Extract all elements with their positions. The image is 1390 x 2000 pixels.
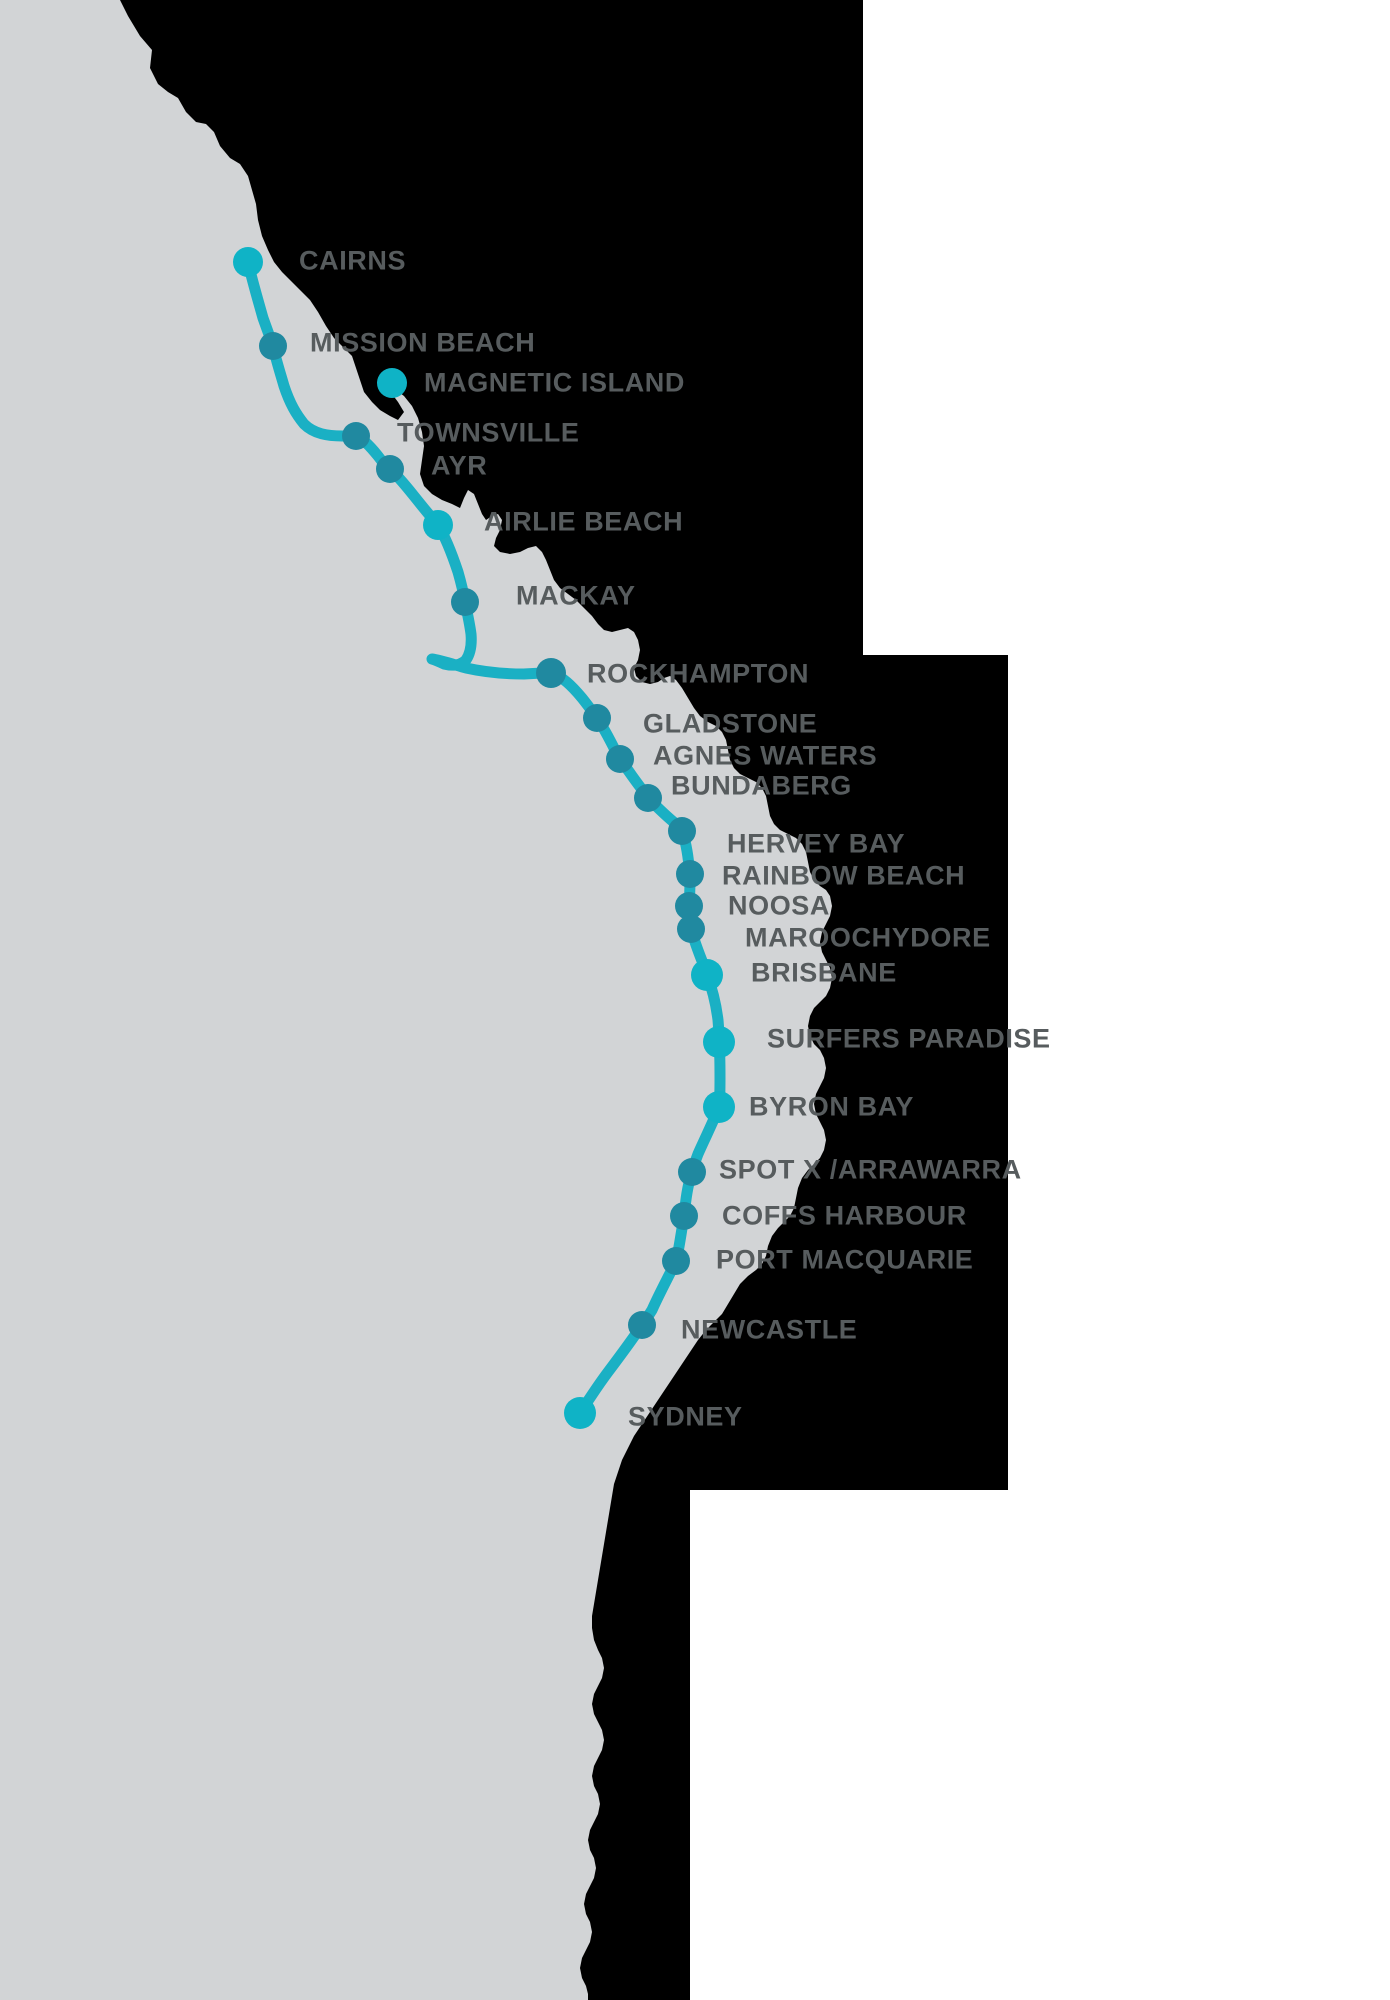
city-label[interactable]: AYR: [431, 450, 488, 481]
city-label[interactable]: BRISBANE: [751, 957, 897, 988]
city-label[interactable]: NEWCASTLE: [681, 1314, 858, 1345]
route-stop-marker[interactable]: [377, 368, 407, 398]
route-stop-markers: [233, 247, 735, 1429]
route-stop-marker[interactable]: [703, 1091, 735, 1123]
route-stop-marker[interactable]: [628, 1311, 656, 1339]
city-label[interactable]: NOOSA: [728, 890, 831, 921]
route-stop-marker[interactable]: [662, 1247, 690, 1275]
route-stop-marker[interactable]: [342, 422, 370, 450]
route-stop-marker[interactable]: [677, 915, 705, 943]
route-stop-marker[interactable]: [703, 1026, 735, 1058]
route-stop-marker[interactable]: [451, 588, 479, 616]
route-stop-marker[interactable]: [259, 332, 287, 360]
route-stop-marker[interactable]: [376, 455, 404, 483]
coastal-islet-2: [548, 628, 562, 642]
city-label[interactable]: TOWNSVILLE: [397, 417, 580, 448]
route-stop-marker[interactable]: [691, 959, 723, 991]
city-label[interactable]: MAROOCHYDORE: [745, 922, 991, 953]
route-stop-marker[interactable]: [678, 1158, 706, 1186]
route-stop-marker[interactable]: [634, 784, 662, 812]
route-stop-marker[interactable]: [423, 510, 453, 540]
route-stop-marker[interactable]: [233, 247, 263, 277]
coastal-islet-1: [528, 624, 544, 638]
city-label[interactable]: PORT MACQUARIE: [716, 1244, 974, 1275]
city-label[interactable]: AIRLIE BEACH: [484, 506, 684, 537]
city-label[interactable]: GLADSTONE: [643, 708, 818, 739]
city-label[interactable]: MACKAY: [516, 580, 636, 611]
route-stop-marker[interactable]: [564, 1397, 596, 1429]
city-label[interactable]: SURFERS PARADISE: [767, 1023, 1051, 1054]
route-stop-marker[interactable]: [536, 658, 566, 688]
city-label[interactable]: SPOT X /ARRAWARRA: [719, 1154, 1022, 1185]
city-label[interactable]: SYDNEY: [628, 1401, 743, 1432]
route-stop-marker[interactable]: [606, 745, 634, 773]
route-stop-marker[interactable]: [668, 817, 696, 845]
city-label[interactable]: ROCKHAMPTON: [587, 658, 810, 689]
coastal-islet-4: [702, 908, 716, 926]
city-label[interactable]: RAINBOW BEACH: [722, 860, 966, 891]
city-label[interactable]: AGNES WATERS: [653, 740, 878, 771]
coastal-islet-5: [710, 930, 724, 948]
city-label[interactable]: MISSION BEACH: [310, 327, 536, 358]
route-stop-marker[interactable]: [583, 704, 611, 732]
route-stop-marker[interactable]: [675, 892, 703, 920]
city-label[interactable]: MAGNETIC ISLAND: [424, 367, 685, 398]
city-label[interactable]: HERVEY BAY: [727, 828, 906, 859]
city-label[interactable]: BYRON BAY: [749, 1091, 914, 1122]
coastal-islet-3: [698, 820, 718, 844]
route-stop-marker[interactable]: [676, 860, 704, 888]
australia-landmass-shape: [0, 0, 832, 2000]
city-label[interactable]: COFFS HARBOUR: [722, 1200, 967, 1231]
landmass: [0, 0, 832, 2000]
route-stop-marker[interactable]: [670, 1202, 698, 1230]
city-label[interactable]: BUNDABERG: [671, 770, 852, 801]
city-label[interactable]: CAIRNS: [299, 245, 407, 276]
